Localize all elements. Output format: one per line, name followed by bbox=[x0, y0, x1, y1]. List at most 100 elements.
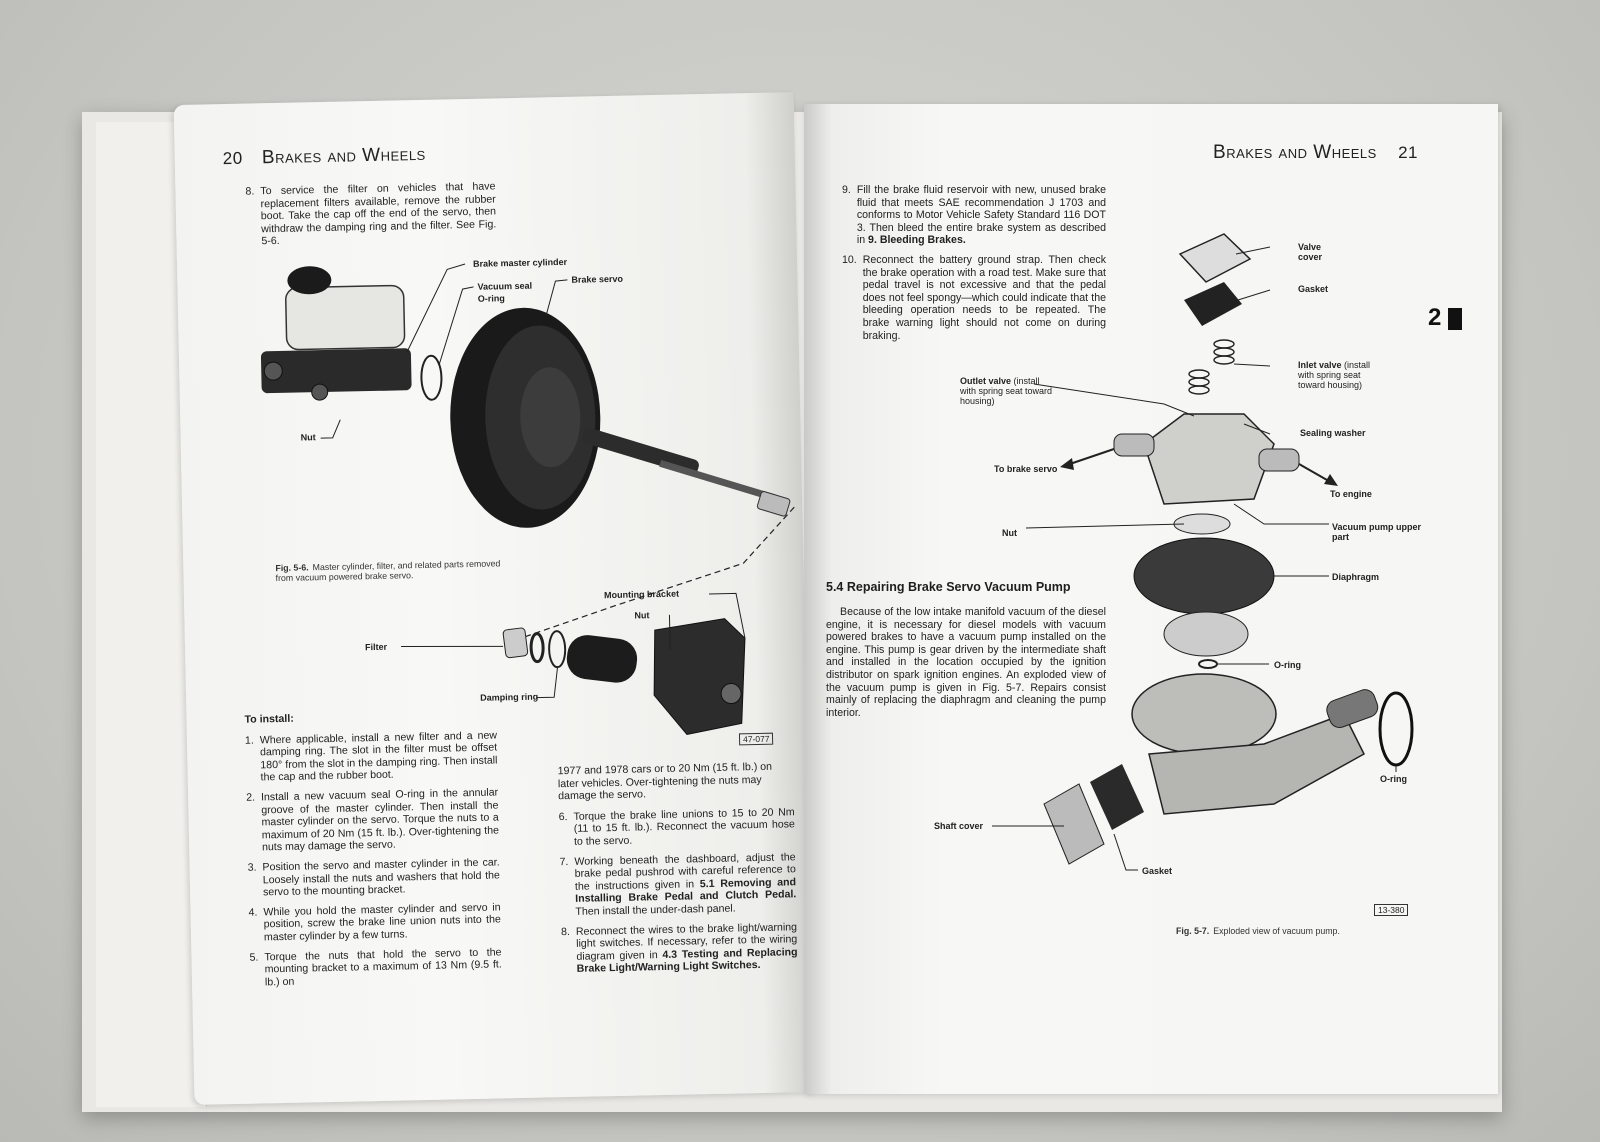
label-nut: Nut bbox=[1002, 528, 1017, 538]
label-o-ring-right: O-ring bbox=[1380, 774, 1407, 784]
step-number: 4. bbox=[248, 906, 258, 919]
step-item: 4. While you hold the master cylinder and… bbox=[248, 901, 501, 944]
o-ring-right-shape bbox=[1378, 691, 1414, 767]
steps-9-10-block: 9. Fill the brake fluid reservoir with ne… bbox=[842, 184, 1106, 349]
fig-5-7-code: 13-380 bbox=[1374, 904, 1409, 916]
upper-housing-shape bbox=[1143, 413, 1275, 505]
vacuum-seal-shape bbox=[420, 354, 443, 401]
gasket-bottom-shape bbox=[1090, 764, 1144, 830]
left-page: 20 Brakes and Wheels 8.To service the fi… bbox=[173, 92, 815, 1105]
label-vacuum-pump-upper-part: Vacuum pump upper part bbox=[1332, 522, 1422, 542]
step-number: 9. bbox=[842, 184, 851, 196]
step-text-bold: 9. Bleeding Brakes. bbox=[868, 234, 966, 247]
step-text: While you hold the master cylinder and s… bbox=[263, 901, 501, 944]
step-number: 10. bbox=[842, 253, 857, 266]
step-text-post: Then install the under-dash panel. bbox=[575, 902, 736, 918]
fig-5-7-caption-number: Fig. 5-7. bbox=[1176, 926, 1210, 936]
step-item: 5. Torque the nuts that hold the servo to… bbox=[249, 946, 502, 989]
step-5-continued: 1977 and 1978 cars or to 20 Nm (15 ft. l… bbox=[557, 760, 773, 803]
step-text-pre: Reconnect the battery ground strap. Then… bbox=[862, 253, 1106, 342]
valve-cover-shape bbox=[1178, 233, 1252, 283]
label-inlet-valve: Inlet valve (install with spring seat to… bbox=[1298, 360, 1388, 390]
right-page-header: Brakes and Wheels 21 bbox=[1213, 142, 1418, 164]
label-diaphragm: Diaphragm bbox=[1332, 572, 1380, 582]
chapter-tab-number: 2 bbox=[1428, 304, 1442, 331]
step-number: 3. bbox=[247, 861, 257, 874]
rubber-boot-shape bbox=[566, 635, 638, 683]
fig-5-7-caption: Fig. 5-7.Exploded view of vacuum pump. bbox=[1176, 926, 1340, 936]
install-column-2: 1977 and 1978 cars or to 20 Nm (15 ft. l… bbox=[558, 760, 799, 983]
right-steps-list: 9. Fill the brake fluid reservoir with ne… bbox=[842, 184, 1106, 342]
step-text: Position the servo and master cylinder i… bbox=[262, 856, 500, 899]
label-sealing-washer: Sealing washer bbox=[1300, 428, 1366, 438]
fig-5-6-illustration bbox=[260, 263, 795, 645]
gasket-top-shape bbox=[1184, 282, 1242, 326]
label-outlet-valve: Outlet valve (install with spring seat t… bbox=[960, 376, 1055, 406]
mounting-bracket-shape bbox=[653, 618, 746, 736]
install-column-1: To install: 1.Where applicable, install … bbox=[244, 708, 502, 995]
reservoir-shape bbox=[285, 284, 406, 351]
label-gasket-bottom: Gasket bbox=[1142, 866, 1173, 876]
right-page: Brakes and Wheels 21 9. Fill the brake fl… bbox=[804, 104, 1498, 1094]
right-page-title: Brakes and Wheels bbox=[1213, 142, 1377, 163]
step-number: 7. bbox=[559, 855, 569, 868]
step-number: 8. bbox=[560, 925, 571, 938]
label-to-engine: To engine bbox=[1330, 489, 1372, 499]
step-item: 7. Working beneath the dashboard, adjust … bbox=[559, 851, 796, 919]
chapter-tab-marker bbox=[1448, 308, 1462, 330]
lower-housing-shape bbox=[1131, 673, 1277, 755]
step-number: 5. bbox=[249, 951, 259, 964]
section-5-4-body: Because of the low intake manifold vacuu… bbox=[826, 606, 1106, 719]
install-steps-list: 1. Where applicable, install a new filter… bbox=[245, 729, 502, 989]
fig-5-7-leader-lines bbox=[992, 246, 1397, 871]
label-mounting-bracket: Mounting bracket bbox=[603, 588, 680, 601]
step-number: 6. bbox=[558, 810, 568, 823]
step-text: Install a new vacuum seal O-ring in the … bbox=[260, 786, 500, 854]
step-text: Fill the brake fluid reservoir with new,… bbox=[857, 184, 1106, 247]
label-inlet-valve-note: (install with spring seat toward housing… bbox=[1298, 360, 1371, 390]
label-outlet-valve-note: (install with spring seat toward housing… bbox=[960, 376, 1053, 406]
assembly-dashed-line bbox=[502, 506, 795, 645]
step-text: Torque the brake line unions to 15 to 20… bbox=[573, 806, 795, 848]
label-damping-ring: Damping ring bbox=[480, 691, 539, 703]
label-valve-cover-text: Valve cover bbox=[1298, 242, 1323, 262]
label-shaft-cover: Shaft cover bbox=[934, 821, 984, 831]
label-valve-cover: Valve cover bbox=[1298, 242, 1338, 262]
valve-springs-shape bbox=[1188, 339, 1235, 395]
step-item: 3. Position the servo and master cylinder… bbox=[248, 856, 501, 899]
filter-shape bbox=[502, 627, 529, 659]
col2-steps-list: 6. Torque the brake line unions to 15 to … bbox=[559, 806, 798, 976]
step-item: 9. Fill the brake fluid reservoir with ne… bbox=[842, 184, 1106, 247]
step-text-pre: Fill the brake fluid reservoir with new,… bbox=[856, 184, 1106, 247]
step-item: 6. Torque the brake line unions to 15 to … bbox=[559, 806, 796, 849]
step-item: 10. Reconnect the battery ground strap. T… bbox=[842, 254, 1106, 342]
diaphragm-shape bbox=[1133, 537, 1275, 615]
right-page-number: 21 bbox=[1398, 143, 1418, 162]
section-5-4-heading: 5.4 Repairing Brake Servo Vacuum Pump bbox=[826, 580, 1071, 594]
label-filter: Filter bbox=[364, 641, 388, 653]
step-text: Working beneath the dashboard, adjust th… bbox=[574, 851, 796, 919]
label-o-ring-mid: O-ring bbox=[1274, 660, 1301, 670]
reservoir-cap-shape bbox=[287, 266, 332, 295]
label-to-brake-servo: To brake servo bbox=[994, 464, 1058, 474]
step-text: Torque the nuts that hold the servo to t… bbox=[264, 945, 502, 989]
label-inlet-valve-text: Inlet valve bbox=[1298, 360, 1342, 370]
section-5-4-paragraph: Because of the low intake manifold vacuu… bbox=[826, 606, 1106, 719]
step-item: 1. Where applicable, install a new filter… bbox=[245, 729, 498, 785]
step-text: Reconnect the battery ground strap. Then… bbox=[863, 254, 1106, 342]
master-cylinder-body-shape bbox=[260, 348, 412, 394]
label-gasket-top: Gasket bbox=[1298, 284, 1329, 294]
fig-5-6-lower-illustration bbox=[401, 592, 746, 736]
fig-5-6-code: 47-077 bbox=[738, 732, 774, 746]
step-number: 1. bbox=[244, 734, 254, 747]
shaft-cover-shape bbox=[1043, 783, 1105, 865]
step-item: 2. Install a new vacuum seal O-ring in th… bbox=[246, 786, 499, 854]
step-number: 2. bbox=[246, 791, 256, 804]
label-nut-bracket: Nut bbox=[634, 610, 650, 621]
step-text: Reconnect the wires to the brake light/w… bbox=[576, 921, 798, 976]
fig-5-7-illustration bbox=[992, 233, 1414, 871]
label-outlet-valve-text: Outlet valve bbox=[960, 376, 1012, 386]
fig-5-7-caption-text: Exploded view of vacuum pump. bbox=[1213, 926, 1340, 936]
step-text: Where applicable, install a new filter a… bbox=[259, 729, 498, 784]
